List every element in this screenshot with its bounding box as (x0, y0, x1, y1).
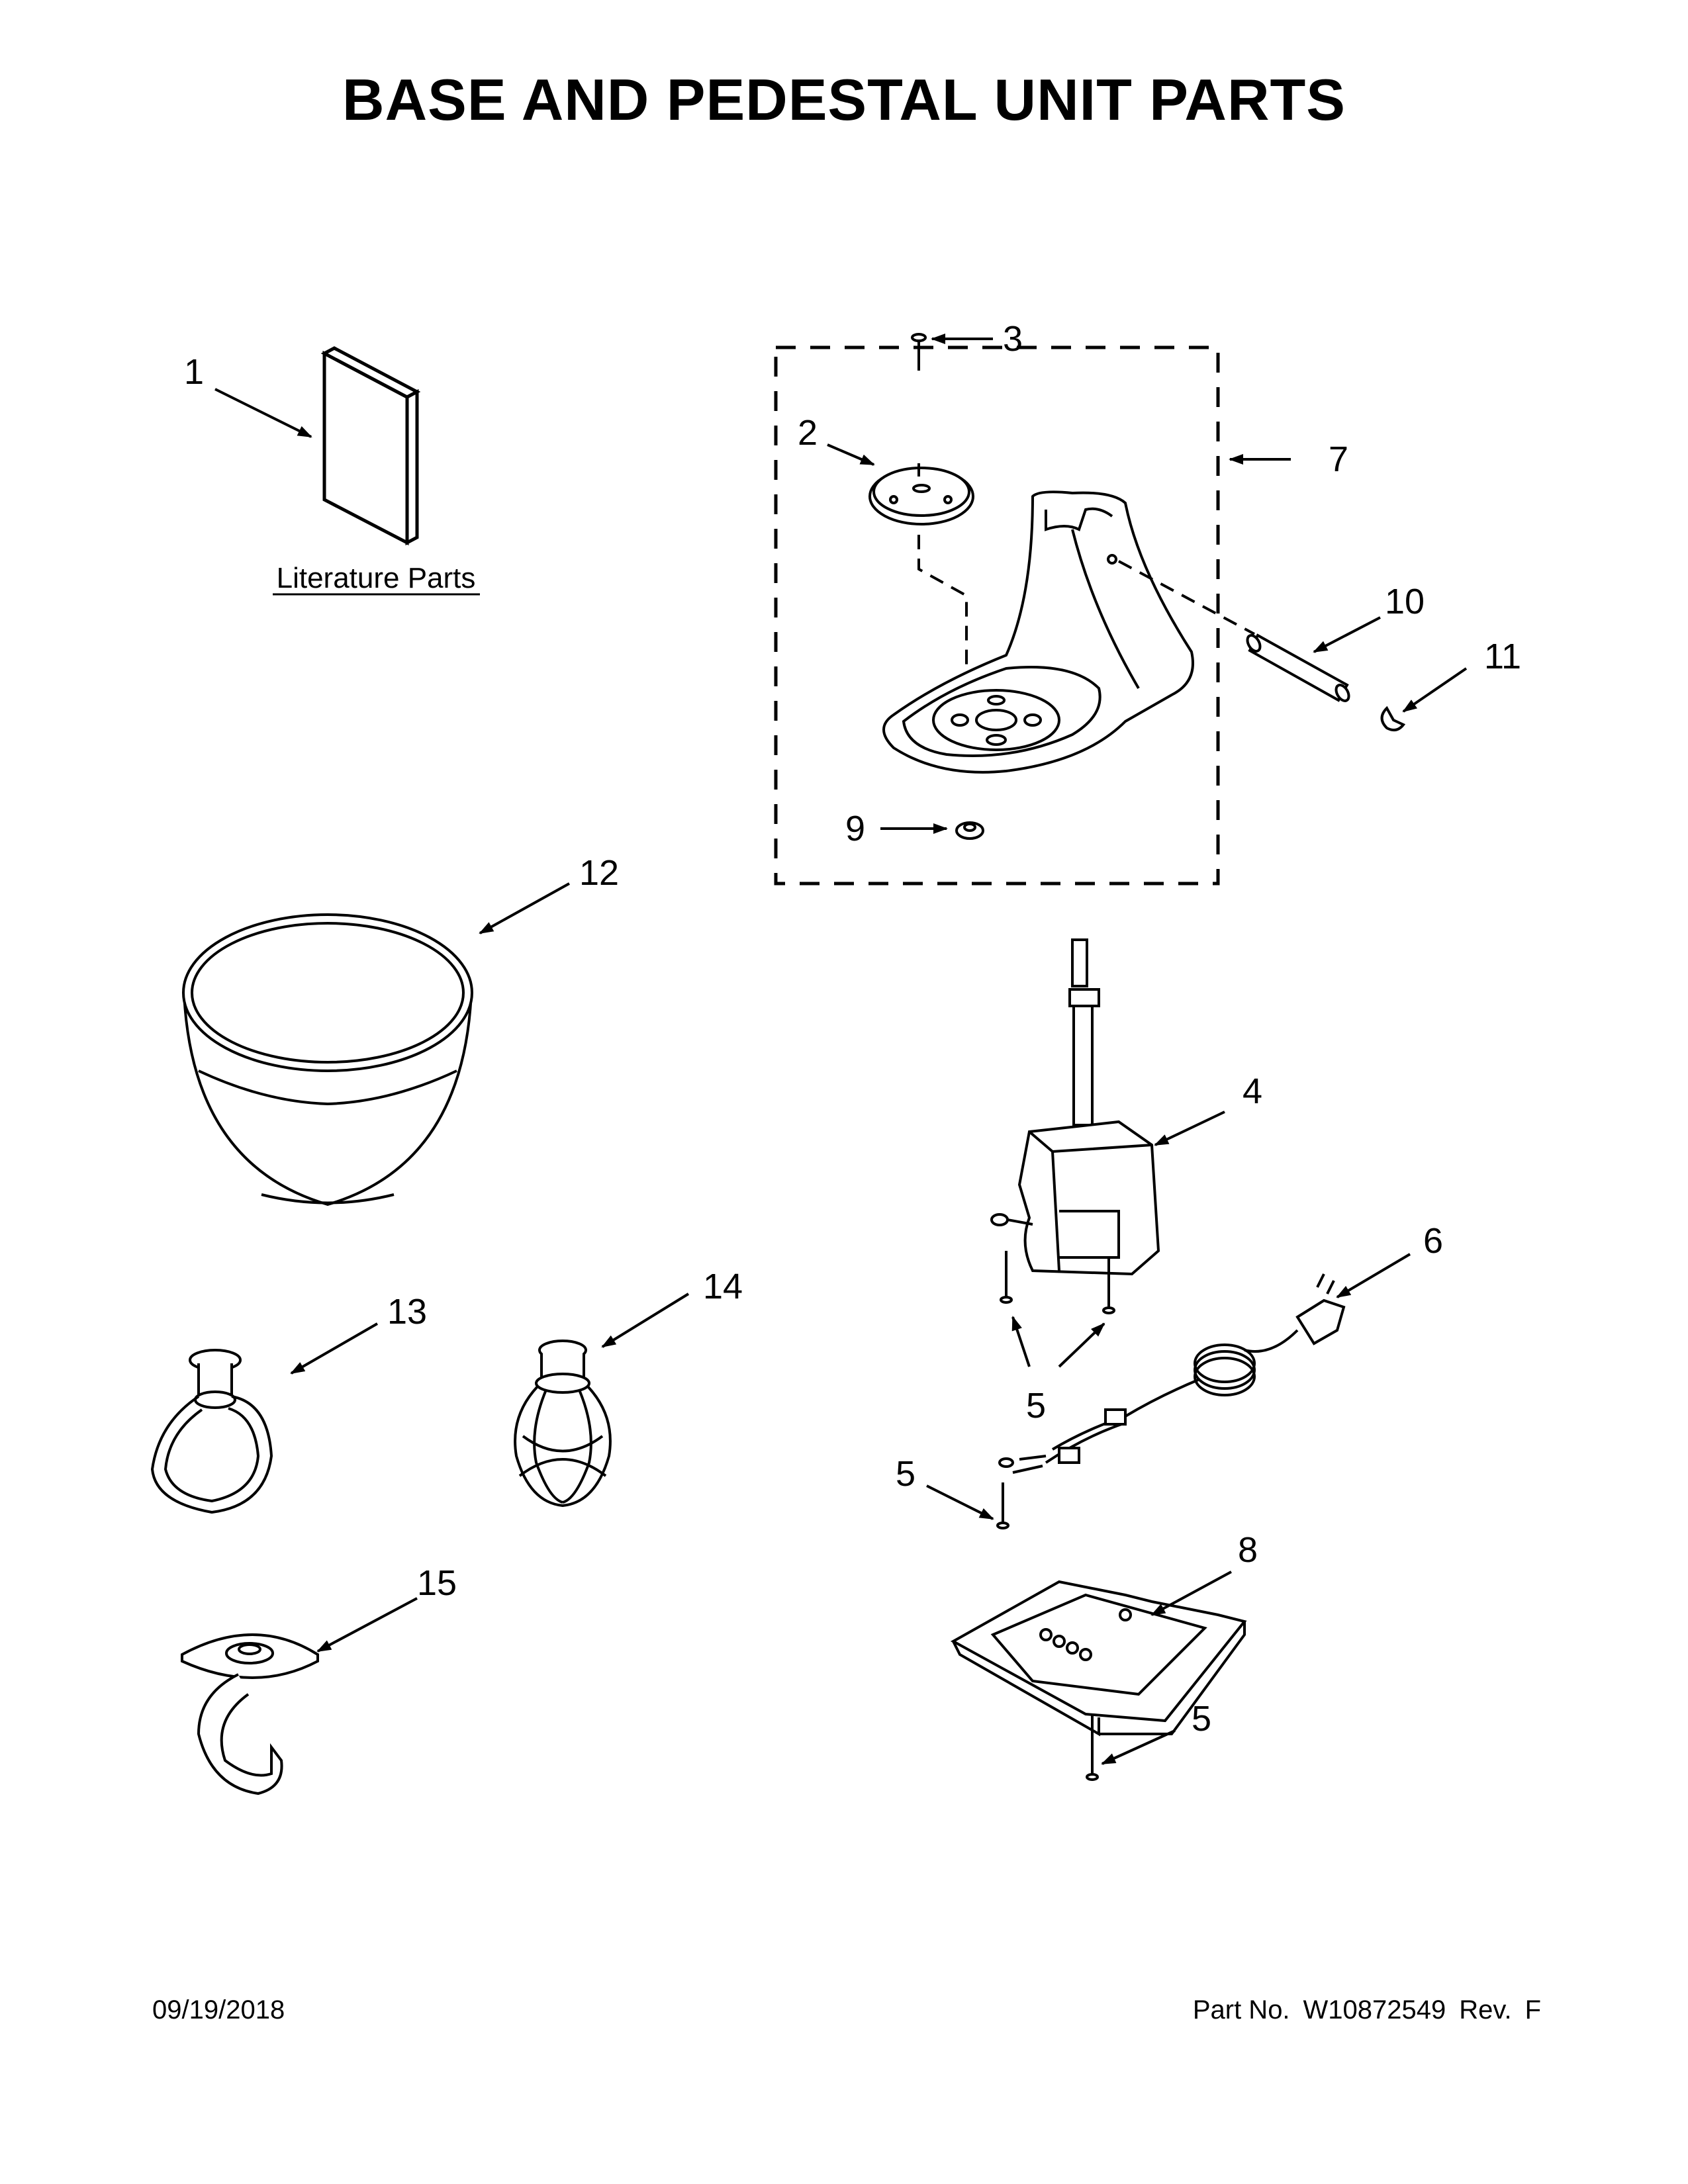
arrow-1 (214, 388, 312, 438)
clip-part-11 (1380, 705, 1406, 732)
bowl-part-12 (182, 913, 473, 1206)
assembly-leader-2 (917, 463, 968, 695)
part-no-label: Part No. (1192, 1995, 1290, 2025)
dough-hook-part-15 (181, 1633, 319, 1796)
page-title: BASE AND PEDESTAL UNIT PARTS (342, 67, 1346, 132)
part-number: W10872549 (1303, 1995, 1446, 2025)
pedestal-assembly-box (774, 345, 1220, 886)
callout-14: 14 (703, 1267, 743, 1306)
arrow-11 (1402, 667, 1468, 713)
foot-part-9 (955, 821, 984, 840)
footer-date: 09/19/2018 (152, 1995, 285, 2025)
arrow-12 (479, 882, 570, 934)
arrow-5-d (1101, 1729, 1176, 1765)
literature-parts-label: Literature Parts (277, 562, 476, 594)
callout-4: 4 (1243, 1071, 1262, 1111)
rev-value: F (1524, 1995, 1541, 2025)
screw-part-3 (911, 333, 927, 371)
power-cord-part-6 (998, 1273, 1346, 1474)
arrow-4 (1154, 1111, 1225, 1146)
arrow-6 (1336, 1253, 1411, 1298)
rev-label: Rev. (1459, 1995, 1512, 2025)
callout-5-c: 5 (896, 1454, 915, 1494)
footer-part-info: Part No. W10872549 Rev. F (1180, 1995, 1541, 2025)
hinge-pin-leader (1118, 560, 1255, 635)
arrow-10 (1313, 616, 1381, 653)
arrow-8 (1150, 1570, 1232, 1616)
hinge-pin-part-10 (1246, 633, 1350, 702)
arrow-5-c (926, 1484, 994, 1520)
screw-part-5-b (1102, 1257, 1115, 1314)
arrow-2 (827, 443, 875, 466)
callout-5-a: 5 (1026, 1386, 1046, 1426)
screw-part-5-d (1086, 1714, 1099, 1781)
wire-whip-part-14 (514, 1340, 612, 1508)
callout-5-d: 5 (1192, 1699, 1211, 1739)
callout-15: 15 (417, 1563, 457, 1603)
base-plate-part-8 (950, 1580, 1247, 1737)
callout-3: 3 (1003, 319, 1023, 359)
literature-booklet (320, 346, 421, 546)
flat-beater-part-13 (150, 1349, 273, 1514)
arrow-14 (601, 1293, 690, 1348)
arrow-13 (290, 1322, 378, 1375)
callout-12: 12 (579, 853, 619, 893)
screw-part-5-c (996, 1482, 1009, 1529)
cover-plate-part-2 (868, 467, 974, 525)
callout-8: 8 (1238, 1530, 1258, 1570)
callout-1: 1 (184, 352, 204, 392)
callout-10: 10 (1385, 582, 1425, 621)
callout-2: 2 (798, 413, 818, 453)
callout-13: 13 (387, 1292, 427, 1332)
arrow-5-a (1011, 1316, 1031, 1367)
arrow-15 (316, 1597, 418, 1653)
callout-7: 7 (1329, 439, 1348, 479)
callout-6: 6 (1423, 1221, 1443, 1261)
arrow-5-b (1058, 1322, 1105, 1368)
pedestal-base (882, 490, 1194, 774)
callout-9: 9 (845, 809, 865, 848)
callout-11: 11 (1484, 637, 1521, 676)
motor-housing-part-4 (990, 938, 1160, 1276)
screw-part-5-a (1000, 1251, 1013, 1304)
